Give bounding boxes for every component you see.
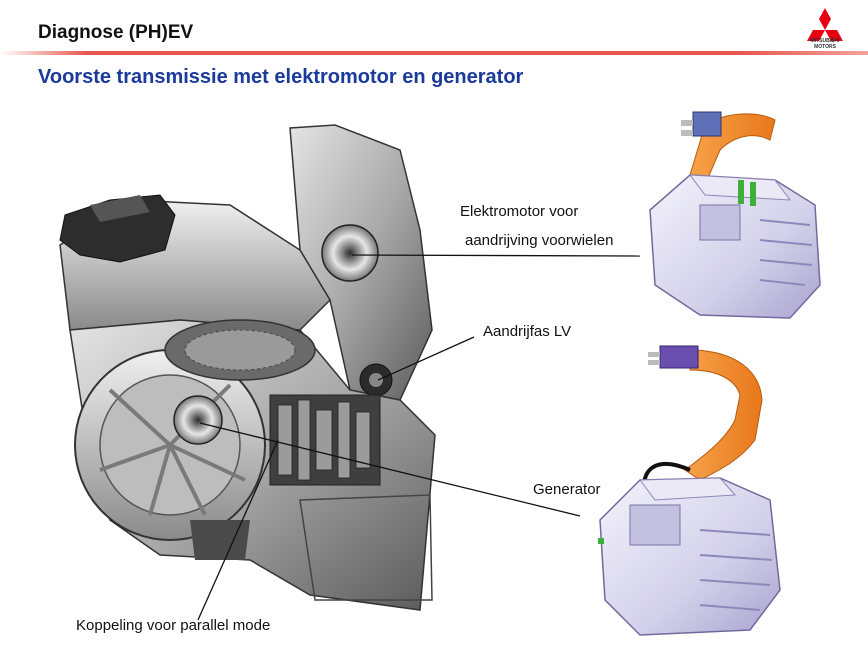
- label-motor-line1: Elektromotor voor: [460, 203, 579, 220]
- generator-illustration: [598, 345, 781, 636]
- label-generator: Generator: [533, 481, 601, 498]
- leader-line-motor: [351, 254, 641, 257]
- slide-subtitle: Voorste transmissie met elektromotor en …: [38, 66, 524, 88]
- header-title: Diagnose (PH)EV: [38, 22, 194, 43]
- mitsubishi-logo-icon: [807, 8, 843, 41]
- leader-line-generator: [199, 422, 581, 517]
- leader-line-clutch: [197, 439, 279, 621]
- leader-line-driveshaft: [377, 336, 475, 381]
- header-divider: [0, 51, 868, 55]
- label-clutch: Koppeling voor parallel mode: [76, 617, 271, 634]
- leader-lines: [197, 254, 641, 621]
- label-driveshaft: Aandrijfas LV: [483, 323, 572, 340]
- transmission-housing: [59, 124, 436, 611]
- motor-bearing-icon: [321, 224, 379, 282]
- gear-set: [269, 394, 381, 486]
- electromotor-illustration: [649, 111, 821, 319]
- logo-wordmark: MITSUBISHI MOTORS: [804, 38, 846, 50]
- clutch-bearing-icon: [173, 395, 223, 445]
- logo-wordmark-line1: MITSUBISHI: [810, 38, 840, 44]
- logo-wordmark-line2: MOTORS: [814, 44, 836, 50]
- label-motor-line2: aandrijving voorwielen: [465, 232, 614, 249]
